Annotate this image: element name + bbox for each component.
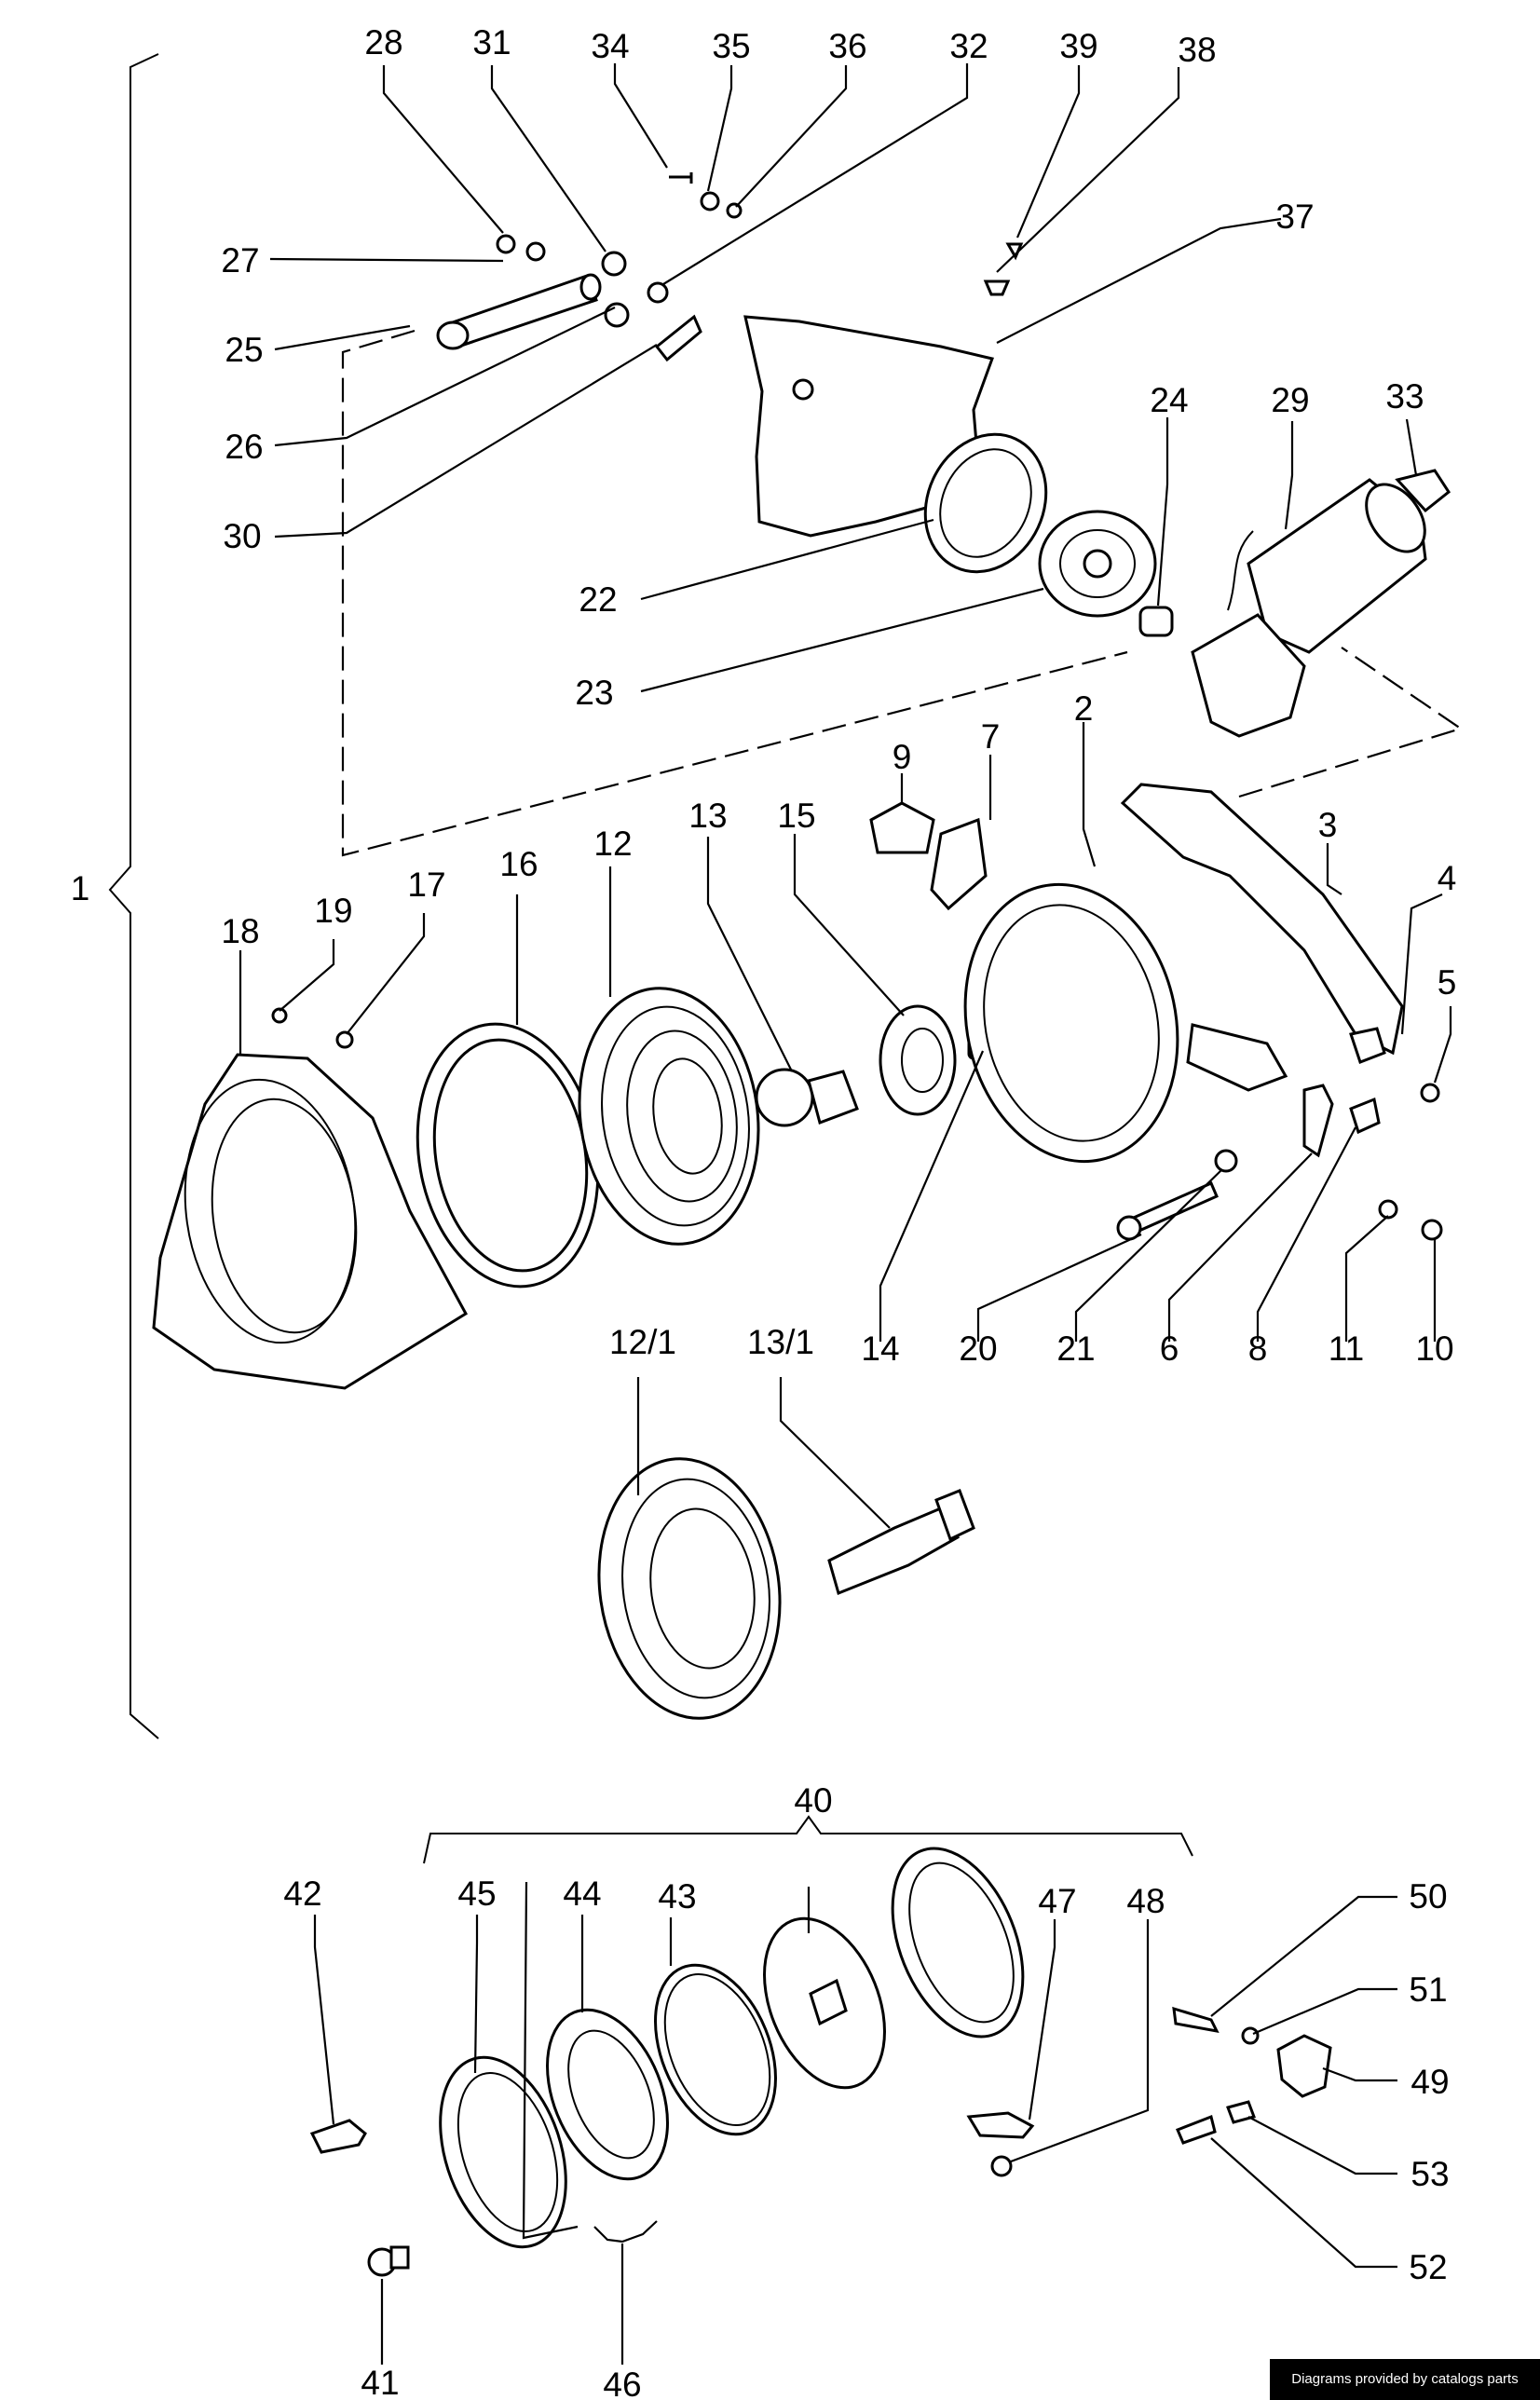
callout-12: 12: [593, 825, 632, 863]
callout-40: 40: [794, 1781, 832, 1820]
callout-10: 10: [1415, 1330, 1453, 1368]
callout-20: 20: [959, 1330, 997, 1368]
halogen-bulb-variant: [827, 1489, 975, 1596]
callout-43: 43: [658, 1877, 696, 1916]
halogen-lens-variant: [597, 1457, 782, 1720]
callout-7: 7: [981, 717, 1001, 756]
callout-48: 48: [1126, 1882, 1165, 1920]
assembly-bracket-40: [423, 1815, 1193, 1864]
callout-12-1: 12/1: [609, 1323, 676, 1361]
callout-13-1: 13/1: [747, 1323, 814, 1361]
callout-44: 44: [563, 1875, 601, 1913]
callout-23: 23: [575, 674, 613, 712]
trim-ring-45: [439, 2055, 567, 2249]
callout-52: 52: [1409, 2248, 1447, 2286]
dust-boot: [879, 1004, 957, 1116]
headlamp-housing-cowl: [152, 1053, 468, 1390]
callout-33: 33: [1385, 377, 1424, 416]
callout-22: 22: [579, 580, 617, 619]
cover-plate-9: [869, 801, 935, 854]
callout-53: 53: [1411, 2155, 1449, 2193]
wiper-motor: [1191, 469, 1451, 738]
callout-45: 45: [457, 1875, 496, 1913]
sealed-beam-lens: [578, 987, 760, 1246]
leader-lines: [238, 63, 1452, 2365]
callout-47: 47: [1038, 1882, 1076, 1920]
callout-37: 37: [1275, 198, 1314, 236]
callout-5: 5: [1438, 963, 1457, 1002]
adjuster-screws: [271, 1007, 1443, 1241]
callout-35: 35: [712, 27, 750, 65]
callout-51: 51: [1409, 1970, 1447, 2009]
callout-36: 36: [828, 27, 866, 65]
callout-6: 6: [1160, 1330, 1179, 1368]
assembly-bracket-1: [108, 53, 159, 1739]
lamp-housing-small: [891, 1847, 1025, 2039]
callout-27: 27: [221, 241, 259, 280]
retaining-ring: [416, 1022, 600, 1289]
callout-3: 3: [1318, 806, 1338, 844]
callout-24: 24: [1150, 381, 1188, 419]
callout-21: 21: [1056, 1330, 1095, 1368]
callout-13: 13: [688, 797, 727, 835]
callout-31: 31: [472, 23, 511, 61]
callout-41: 41: [361, 2364, 399, 2400]
callout-32: 32: [949, 27, 988, 65]
callout-1: 1: [71, 869, 90, 907]
lens-44: [546, 2008, 669, 2181]
bracket-7: [930, 817, 988, 911]
clip-47: [966, 2111, 1035, 2139]
callout-42: 42: [283, 1875, 321, 1913]
callout-18: 18: [221, 912, 259, 950]
callout-29: 29: [1271, 381, 1309, 419]
bulb-41: [367, 2245, 410, 2277]
callout-49: 49: [1411, 2063, 1449, 2101]
lamp-socket-42: [309, 2119, 367, 2154]
screw-48: [990, 2155, 1013, 2177]
assembly-dash-line: [341, 329, 1464, 857]
wiper-arm-shaft: [436, 273, 602, 350]
attribution-text: Diagrams provided by catalogs parts: [1291, 2371, 1519, 2387]
rubber-seal-ring: [923, 432, 1048, 574]
attribution-footer: Diagrams provided by catalogs parts: [1270, 2359, 1540, 2400]
callout-19: 19: [314, 892, 352, 930]
callout-25: 25: [225, 331, 263, 369]
callout-28: 28: [364, 23, 402, 61]
gasket-43: [654, 1963, 777, 2136]
callout-14: 14: [861, 1330, 899, 1368]
reflector: [763, 1916, 886, 2090]
callout-11: 11: [1329, 1330, 1364, 1368]
gear-hub: [1038, 510, 1157, 618]
bucket-cover: [1120, 783, 1404, 1056]
callout-39: 39: [1059, 27, 1097, 65]
callout-34: 34: [591, 27, 629, 65]
callout-labels: 1 28 31 34 35 36 32 39 38 37 27 25 26 30…: [71, 23, 1457, 2400]
callout-38: 38: [1178, 31, 1216, 69]
spacer-bushing: [1138, 606, 1174, 637]
mounting-hardware-49-53: [1172, 2006, 1332, 2145]
callout-46: 46: [603, 2366, 641, 2400]
callout-8: 8: [1248, 1330, 1268, 1368]
callout-9: 9: [893, 738, 912, 776]
callout-17: 17: [407, 866, 445, 904]
callout-2: 2: [1074, 689, 1094, 728]
callout-4: 4: [1438, 859, 1457, 897]
callout-15: 15: [777, 797, 815, 835]
callout-16: 16: [499, 845, 538, 883]
callout-30: 30: [223, 517, 261, 555]
halogen-bulb: [755, 1068, 859, 1127]
callout-50: 50: [1409, 1877, 1447, 1916]
callout-26: 26: [225, 428, 263, 466]
headlamp-bucket: [963, 882, 1288, 1164]
